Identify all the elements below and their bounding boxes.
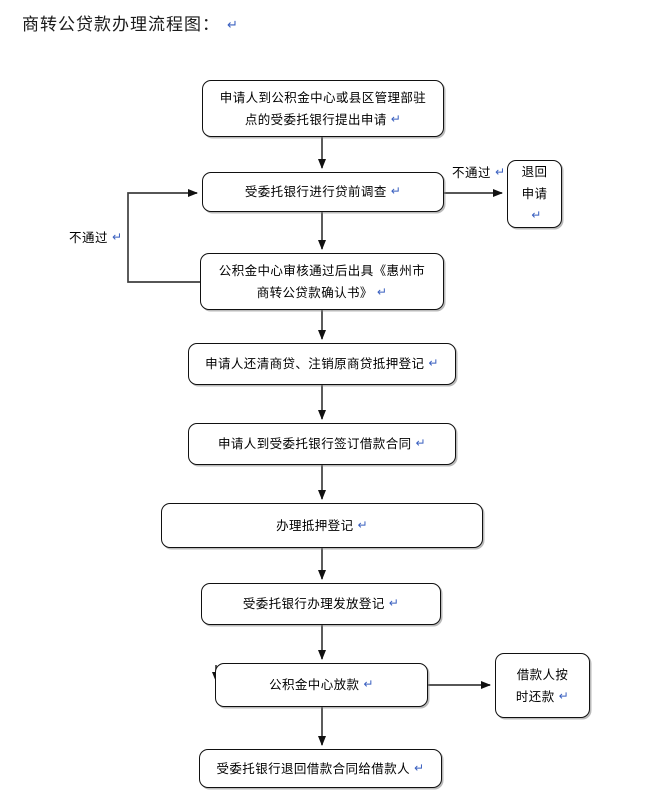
paragraph-mark-icon: ↵	[558, 688, 570, 703]
flow-node-fund-center-disbursement[interactable]: 公积金中心放款↵	[215, 663, 428, 707]
flow-node-label: 受委托银行进行贷前调查↵	[244, 184, 402, 200]
page-title-text: 商转公贷款办理流程图：	[22, 15, 220, 35]
paragraph-mark-icon: ↵	[495, 165, 506, 179]
paragraph-mark-icon: ↵	[376, 284, 388, 299]
paragraph-mark-icon: ↵	[227, 18, 239, 33]
flow-node-label: 公积金中心放款↵	[269, 677, 374, 693]
paragraph-mark-icon: ↵	[112, 230, 123, 244]
paragraph-mark-icon: ↵	[531, 207, 542, 222]
page-title: 商转公贷款办理流程图： ↵	[22, 10, 239, 35]
paragraph-mark-icon: ↵	[357, 517, 368, 532]
paragraph-mark-icon: ↵	[415, 436, 426, 451]
flow-node-mortgage-registration[interactable]: 办理抵押登记↵	[161, 503, 483, 548]
flow-node-return-contract-to-borrower[interactable]: 受委托银行退回借款合同给借款人↵	[199, 749, 442, 788]
paragraph-mark-icon: ↵	[428, 356, 439, 371]
paragraph-mark-icon: ↵	[390, 184, 402, 199]
flow-node-label: 受委托银行办理发放登记↵	[242, 596, 400, 612]
flow-node-label: 申请人到受委托银行签订借款合同↵	[218, 436, 426, 452]
flow-node-label: 受委托银行退回借款合同给借款人↵	[216, 760, 425, 776]
flow-node-label: 申请人到公积金中心或县区管理部驻 点的受委托银行提出申请↵	[219, 89, 427, 127]
flow-node-label: 办理抵押登记↵	[276, 517, 368, 533]
flow-node-label: 申请人还清商贷、注销原商贷抵押登记↵	[205, 356, 439, 372]
flow-node-application-submit[interactable]: 申请人到公积金中心或县区管理部驻 点的受委托银行提出申请↵	[202, 80, 444, 137]
paragraph-mark-icon: ↵	[414, 760, 425, 775]
edge-label-reject-right: 不通过↵	[452, 165, 506, 180]
flow-node-bank-preloan-survey[interactable]: 受委托银行进行贷前调查↵	[202, 172, 444, 212]
paragraph-mark-icon: ↵	[390, 111, 402, 126]
flow-node-repay-and-cancel-mortgage[interactable]: 申请人还清商贷、注销原商贷抵押登记↵	[188, 343, 456, 385]
flow-node-sign-loan-contract[interactable]: 申请人到受委托银行签订借款合同↵	[188, 423, 456, 465]
flow-node-borrower-repay-on-time[interactable]: 借款人按 时还款↵	[495, 653, 590, 718]
flow-node-fund-center-confirmation[interactable]: 公积金中心审核通过后出具《惠州市 商转公贷款确认书》↵	[200, 253, 444, 310]
paragraph-mark-icon: ↵	[388, 596, 400, 611]
connector-n3-n2	[127, 189, 200, 283]
edge-label-reject-left: 不通过↵	[69, 230, 123, 245]
paragraph-mark-icon: ↵	[363, 677, 374, 692]
flow-node-label: 公积金中心审核通过后出具《惠州市 商转公贷款确认书》↵	[218, 262, 426, 300]
flow-node-label: 退回 申请↵	[521, 164, 548, 222]
flow-node-label: 借款人按 时还款↵	[515, 666, 570, 704]
flow-node-bank-disbursement-registration[interactable]: 受委托银行办理发放登记↵	[201, 583, 441, 625]
flow-node-reject-application[interactable]: 退回 申请↵	[507, 160, 562, 228]
